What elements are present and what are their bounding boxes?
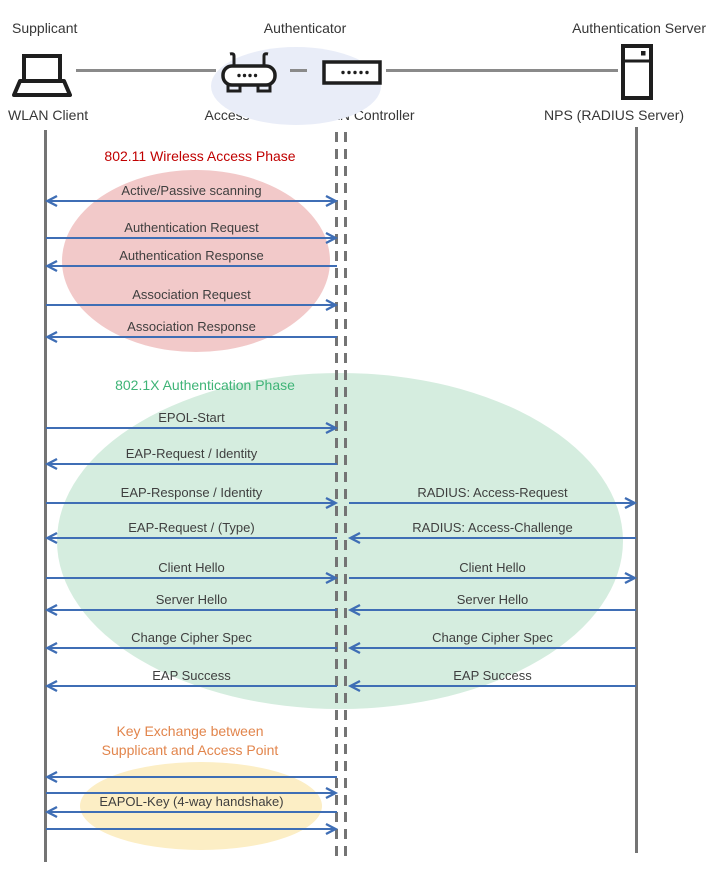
- message-label: Client Hello: [158, 560, 225, 575]
- message-label: Change Cipher Spec: [131, 630, 252, 645]
- message-arrow-left: [44, 679, 337, 693]
- lifeline-access-point: [335, 132, 338, 857]
- message-arrow-left: [44, 770, 337, 784]
- role-title-authenticator: Authenticator: [263, 20, 347, 36]
- message-label: Client Hello: [459, 560, 526, 575]
- message-arrow-right: [46, 786, 339, 800]
- lifeline-nps-server: [635, 127, 638, 853]
- message-label: RADIUS: Access-Request: [417, 485, 568, 500]
- message-label: Server Hello: [456, 592, 529, 607]
- device-label-wlan-client: WLAN Client: [8, 107, 89, 123]
- server-icon: [621, 44, 653, 100]
- message-label: EPOL-Start: [158, 410, 225, 425]
- message-arrow-left: [44, 805, 337, 819]
- link-ap-controller: [290, 69, 307, 72]
- key-exchange-phase-title: Key Exchange between Supplicant and Acce…: [40, 722, 340, 760]
- dot1x-authentication-phase-title: 802.1X Authentication Phase: [55, 376, 355, 395]
- lifeline-wlan-controller: [344, 132, 347, 857]
- message-arrow-right: [46, 571, 339, 585]
- message-arrow-right: [46, 496, 339, 510]
- message-arrow-right: [349, 496, 638, 510]
- message-arrow-right: [46, 298, 339, 312]
- message-label: EAPOL-Key (4-way handshake): [99, 794, 284, 809]
- message-arrow-left: [44, 457, 337, 471]
- message-label: Association Request: [132, 287, 251, 302]
- phase-title-line: Supplicant and Access Point: [101, 742, 279, 758]
- message-label: Active/Passive scanning: [121, 183, 262, 198]
- role-title-authentication-server: Authentication Server: [572, 20, 706, 36]
- message-arrow-left: [44, 330, 337, 344]
- access-point-icon: [221, 52, 277, 93]
- message-label: EAP-Request / (Type): [128, 520, 255, 535]
- role-title-supplicant: Supplicant: [12, 20, 78, 36]
- message-arrow-both: [44, 194, 339, 208]
- message-label: EAP-Response / Identity: [120, 485, 263, 500]
- wireless-access-phase-title: 802.11 Wireless Access Phase: [50, 147, 350, 166]
- message-label: Change Cipher Spec: [432, 630, 553, 645]
- message-label: EAP-Request / Identity: [125, 446, 258, 461]
- message-arrow-right: [46, 822, 339, 836]
- message-arrow-left: [44, 531, 337, 545]
- message-arrow-right: [349, 571, 638, 585]
- message-label: Server Hello: [155, 592, 228, 607]
- message-label: RADIUS: Access-Challenge: [412, 520, 573, 535]
- message-arrow-left: [347, 531, 636, 545]
- message-arrow-right: [46, 231, 339, 245]
- message-label: Association Response: [127, 319, 256, 334]
- message-arrow-right: [46, 421, 339, 435]
- link-controller-server: [386, 69, 618, 72]
- message-label: Authentication Response: [119, 248, 264, 263]
- phase-title-line: Key Exchange between: [116, 723, 264, 739]
- phase-title-line: 802.11 Wireless Access Phase: [104, 148, 296, 164]
- laptop-icon: [12, 54, 72, 97]
- message-arrow-left: [347, 679, 636, 693]
- lifeline-wlan-client: [44, 130, 47, 862]
- message-arrow-left: [347, 641, 636, 655]
- message-arrow-left: [347, 603, 636, 617]
- message-arrow-left: [44, 603, 337, 617]
- wlan-controller-icon: [322, 60, 382, 85]
- message-label: EAP Success: [453, 668, 532, 683]
- message-arrow-left: [44, 641, 337, 655]
- message-arrow-left: [44, 259, 337, 273]
- message-label: Authentication Request: [124, 220, 259, 235]
- link-client-ap: [76, 69, 216, 72]
- device-label-nps-radius-server: NPS (RADIUS Server): [544, 107, 685, 123]
- phase-title-line: 802.1X Authentication Phase: [115, 377, 295, 393]
- message-label: EAP Success: [152, 668, 231, 683]
